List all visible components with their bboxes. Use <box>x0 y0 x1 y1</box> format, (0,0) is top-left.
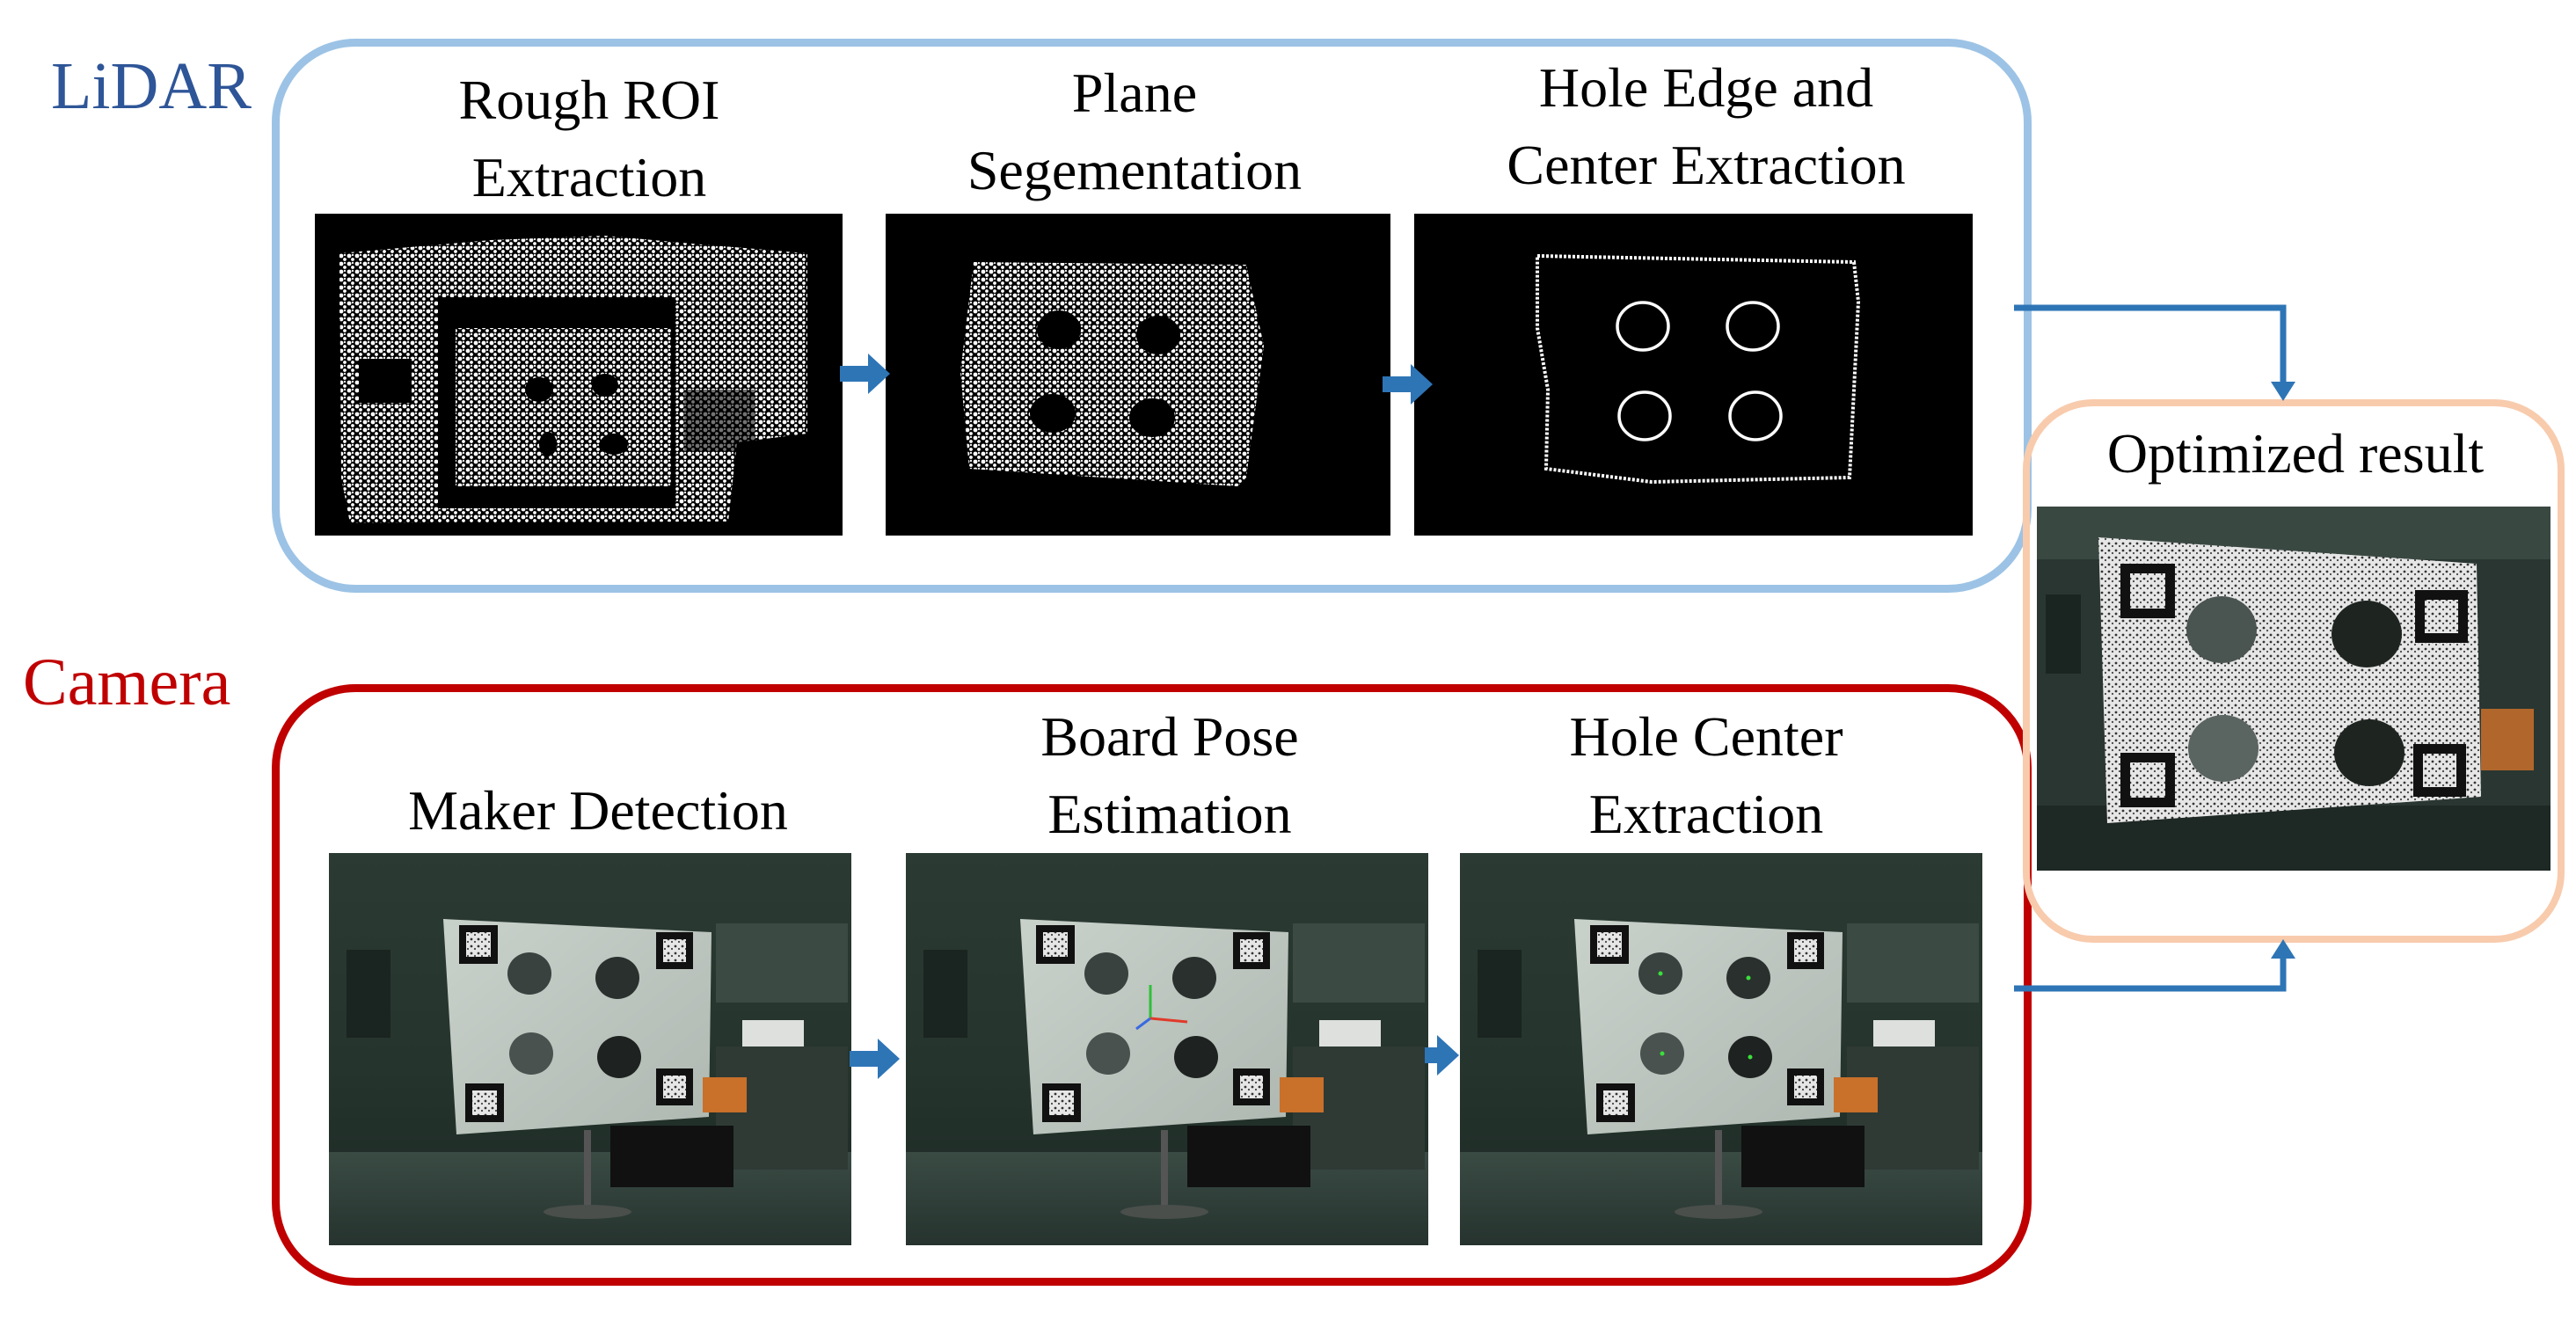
camera-step-3-caption: Hole Center Extraction <box>1513 698 1900 853</box>
camera-step-1-caption: Maker Detection <box>352 772 844 850</box>
arrow-lidar-2-to-3 <box>1383 364 1433 405</box>
optimized-result-frame <box>2023 399 2565 943</box>
lidar-step-1-caption: Rough ROI Extraction <box>427 62 752 216</box>
camera-step-3-line-2: Extraction <box>1588 783 1824 845</box>
lidar-step-3-line-1: Hole Edge and <box>1538 56 1874 119</box>
lidar-step-3-caption: Hole Edge and Center Extraction <box>1442 49 1970 204</box>
lidar-step-2-line-2: Segementation <box>967 139 1303 201</box>
lidar-step-2-line-1: Plane <box>1071 62 1198 124</box>
connector-camera-to-result <box>2014 948 2287 992</box>
connector-camera-to-result-head <box>2271 939 2295 959</box>
camera-board-pose-image <box>906 853 1428 1245</box>
lidar-plane-image <box>886 214 1390 536</box>
lidar-step-1-line-1: Rough ROI <box>458 69 720 131</box>
lidar-step-1-line-2: Extraction <box>471 146 707 208</box>
connector-lidar-to-result-head <box>2271 382 2295 401</box>
lidar-step-3-line-2: Center Extraction <box>1507 134 1906 196</box>
camera-step-2-line-2: Estimation <box>1047 783 1292 845</box>
camera-step-3-line-1: Hole Center <box>1569 705 1843 768</box>
camera-step-2-caption: Board Pose Estimation <box>985 698 1354 853</box>
connector-lidar-to-result <box>2014 304 2287 392</box>
camera-step-2-line-1: Board Pose <box>1040 705 1299 768</box>
lidar-roi-image <box>315 214 843 536</box>
lidar-step-2-caption: Plane Segementation <box>923 55 1346 209</box>
optimized-result-caption: Optimized result <box>2106 422 2485 485</box>
camera-section-label: Camera <box>23 645 231 719</box>
camera-pipeline-frame <box>272 684 2032 1286</box>
arrow-lidar-1-to-2 <box>840 354 890 394</box>
arrow-camera-1-to-2 <box>850 1039 900 1079</box>
lidar-hole-edge-image <box>1414 214 1973 536</box>
camera-marker-detection-image <box>329 853 851 1245</box>
optimized-result-image <box>2037 507 2550 871</box>
camera-hole-center-image <box>1460 853 1982 1245</box>
arrow-camera-2-to-3 <box>1425 1035 1459 1076</box>
camera-step-1-line-1: Maker Detection <box>408 779 788 842</box>
lidar-section-label: LiDAR <box>51 49 252 123</box>
lidar-pipeline-frame <box>272 39 2032 593</box>
